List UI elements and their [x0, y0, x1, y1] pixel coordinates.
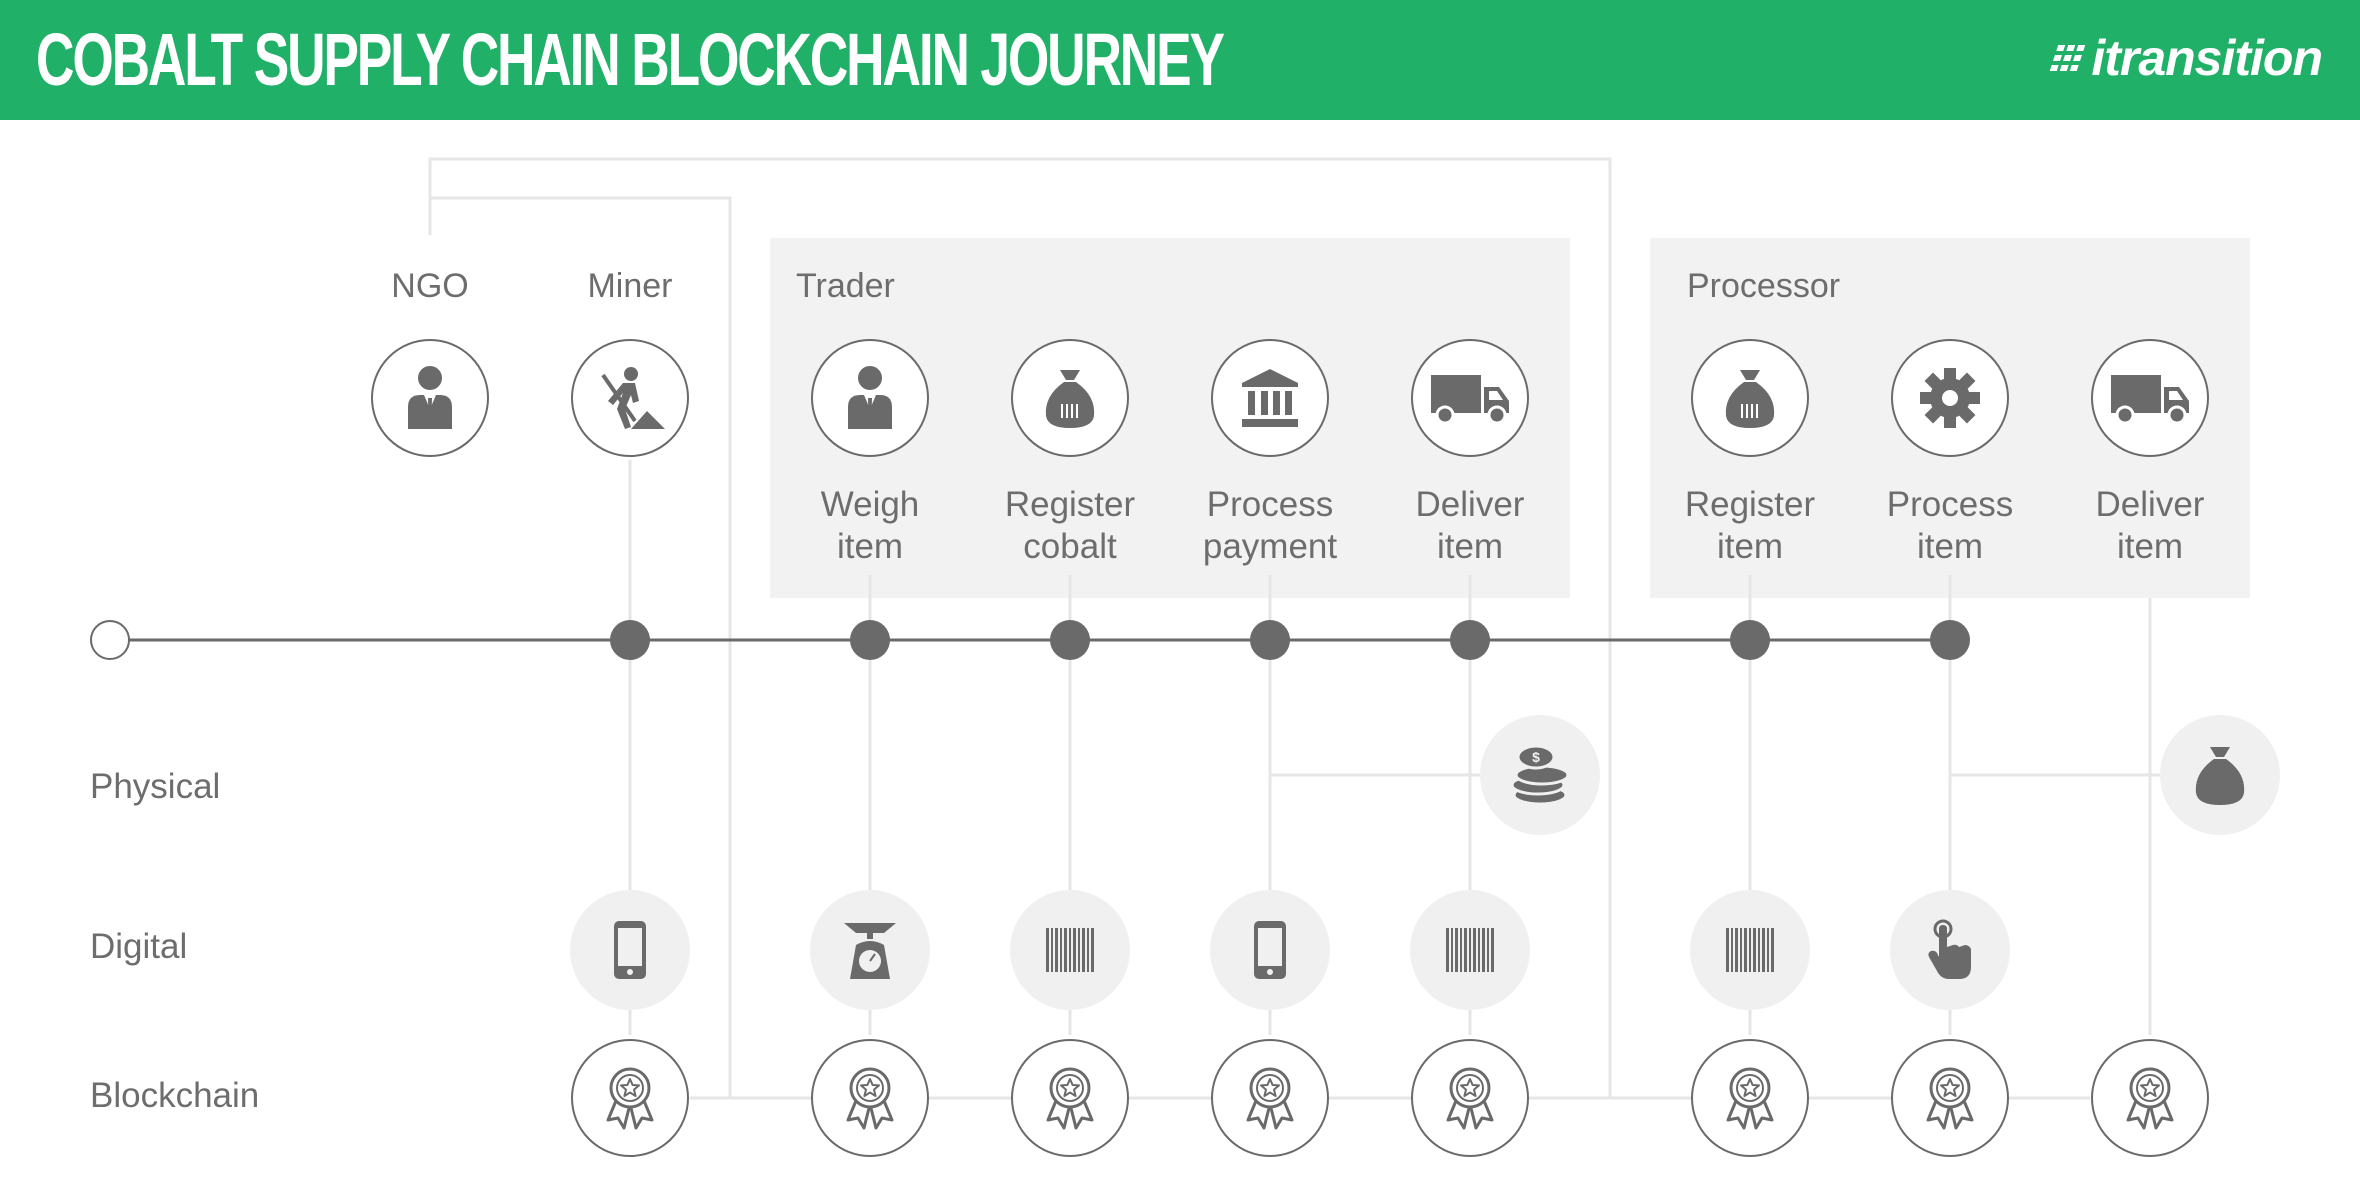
header-bar: COBALT SUPPLY CHAIN BLOCKCHAIN JOURNEY i… [0, 0, 2360, 120]
award-ribbon-icon [1246, 1067, 1294, 1130]
barcode-icon [1446, 928, 1494, 972]
blockchain-record[interactable] [1411, 1039, 1529, 1157]
timeline-dot[interactable] [1450, 620, 1490, 660]
logo-text: itransition [2091, 30, 2323, 86]
row-label-blockchain: Blockchain [90, 1076, 260, 1115]
truck-icon [2111, 375, 2189, 425]
proc-deliver-item-node[interactable] [2091, 339, 2209, 457]
actor-label-miner: Miner [587, 267, 673, 305]
digital-scale[interactable] [810, 890, 930, 1010]
digital-barcode[interactable] [1010, 890, 1130, 1010]
miner-node[interactable] [571, 339, 689, 457]
coins-icon: $ [1510, 744, 1570, 806]
digital-barcode[interactable] [1690, 890, 1810, 1010]
touch-icon [1928, 919, 1971, 979]
digital-barcode[interactable] [1410, 890, 1530, 1010]
physical-coins[interactable]: $ [1480, 715, 1600, 835]
award-ribbon-icon [846, 1067, 894, 1130]
register-cobalt-node[interactable] [1011, 339, 1129, 457]
blockchain-record[interactable] [571, 1039, 689, 1157]
person-icon [848, 366, 892, 429]
bank-icon [1242, 369, 1298, 427]
ngo-node[interactable] [371, 339, 489, 457]
row-label-digital: Digital [90, 927, 188, 966]
barcode-icon [1726, 928, 1774, 972]
person-icon [408, 366, 452, 429]
svg-text:$: $ [1532, 749, 1540, 765]
process-payment-node[interactable] [1211, 339, 1329, 457]
digital-phone[interactable] [1210, 890, 1330, 1010]
timeline-dot[interactable] [1250, 620, 1290, 660]
money-bag-icon [2195, 747, 2245, 805]
money-bag-icon [1725, 370, 1775, 428]
scale-icon [844, 923, 896, 979]
award-ribbon-icon [1726, 1067, 1774, 1130]
miner-digging-icon [601, 367, 665, 429]
actor-label-ngo: NGO [391, 267, 469, 305]
row-label-physical: Physical [90, 767, 221, 806]
phone-icon [1254, 921, 1286, 979]
timeline-dot[interactable] [610, 620, 650, 660]
award-ribbon-icon [1926, 1067, 1974, 1130]
register-item-node[interactable] [1691, 339, 1809, 457]
actor-label-trader: Trader [796, 267, 895, 305]
digital-touch[interactable] [1890, 890, 2010, 1010]
actor-label-processor: Processor [1687, 267, 1841, 305]
award-ribbon-icon [606, 1067, 654, 1130]
blockchain-record[interactable] [811, 1039, 929, 1157]
blockchain-record[interactable] [1891, 1039, 2009, 1157]
page-title: COBALT SUPPLY CHAIN BLOCKCHAIN JOURNEY [36, 18, 1225, 101]
timeline-dot[interactable] [1050, 620, 1090, 660]
gear-icon [1920, 368, 1980, 428]
money-bag-icon [1045, 370, 1095, 428]
timeline-start-dot [90, 620, 130, 660]
process-item-node[interactable] [1891, 339, 2009, 457]
timeline-dot[interactable] [1730, 620, 1770, 660]
timeline-dot[interactable] [850, 620, 890, 660]
award-ribbon-icon [1046, 1067, 1094, 1130]
itransition-logo[interactable]: itransition [2050, 28, 2323, 88]
blockchain-record[interactable] [2091, 1039, 2209, 1157]
award-ribbon-icon [1446, 1067, 1494, 1130]
deliver-item-node[interactable] [1411, 339, 1529, 457]
barcode-icon [1046, 928, 1094, 972]
digital-phone[interactable] [570, 890, 690, 1010]
phone-icon [614, 921, 646, 979]
blockchain-record[interactable] [1011, 1039, 1129, 1157]
timeline-dot[interactable] [1930, 620, 1970, 660]
physical-bag[interactable] [2160, 715, 2280, 835]
truck-icon [1431, 375, 1509, 425]
award-ribbon-icon [2126, 1067, 2174, 1130]
blockchain-record[interactable] [1211, 1039, 1329, 1157]
blockchain-record[interactable] [1691, 1039, 1809, 1157]
weigh-item-node[interactable] [811, 339, 929, 457]
